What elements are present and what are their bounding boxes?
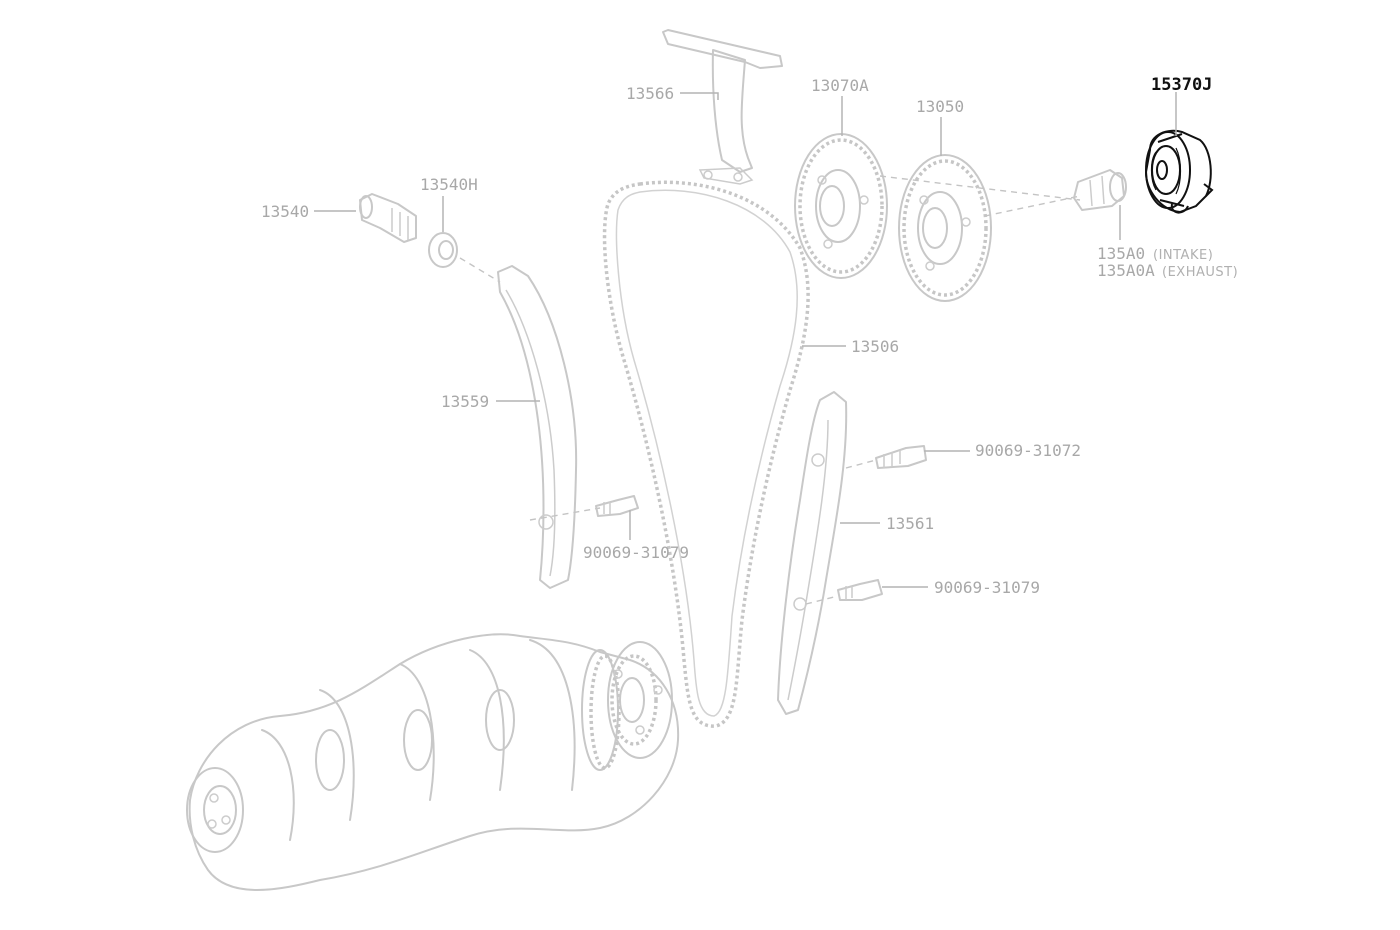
label-13540H[interactable]: 13540H	[420, 175, 478, 194]
label-135A0[interactable]: 135A0	[1097, 244, 1145, 263]
label-13540[interactable]: 13540	[261, 202, 309, 221]
part-13070A-drawing[interactable]	[794, 133, 888, 279]
part-13540H-drawing[interactable]	[428, 232, 458, 268]
part-13561-drawing[interactable]	[777, 391, 848, 715]
label-90069-31079-left[interactable]: 90069-31079	[583, 543, 689, 562]
part-90069-31079-left-drawing[interactable]	[595, 495, 639, 517]
part-90069-31072-drawing[interactable]	[875, 445, 927, 469]
part-90069-31079-right-drawing[interactable]	[837, 579, 883, 601]
label-13050[interactable]: 13050	[916, 97, 964, 116]
part-13559-drawing[interactable]	[497, 265, 578, 589]
label-13561[interactable]: 13561	[886, 514, 934, 533]
label-90069-31079-right[interactable]: 90069-31079	[934, 578, 1040, 597]
leader-lines	[314, 92, 1177, 588]
label-90069-31072[interactable]: 90069-31072	[975, 441, 1081, 460]
part-13506-drawing[interactable]	[602, 180, 810, 728]
label-135A0A-note: (EXHAUST)	[1162, 265, 1238, 280]
part-13540-drawing[interactable]	[359, 193, 417, 243]
label-13070A[interactable]: 13070A	[811, 76, 869, 95]
label-13506[interactable]: 13506	[851, 337, 899, 356]
label-13559[interactable]: 13559	[441, 392, 489, 411]
part-13050-drawing[interactable]	[898, 154, 992, 302]
part-13566-drawing[interactable]	[662, 29, 783, 185]
label-13566[interactable]: 13566	[626, 84, 674, 103]
part-135A0-drawing[interactable]	[1073, 169, 1127, 211]
label-135A0-note: (INTAKE)	[1153, 248, 1213, 263]
crankshaft-drawing	[186, 633, 680, 891]
part-15370J-drawing[interactable]	[1144, 129, 1214, 214]
label-135A0A[interactable]: 135A0A	[1097, 261, 1155, 280]
label-15370J[interactable]: 15370J	[1151, 75, 1212, 95]
